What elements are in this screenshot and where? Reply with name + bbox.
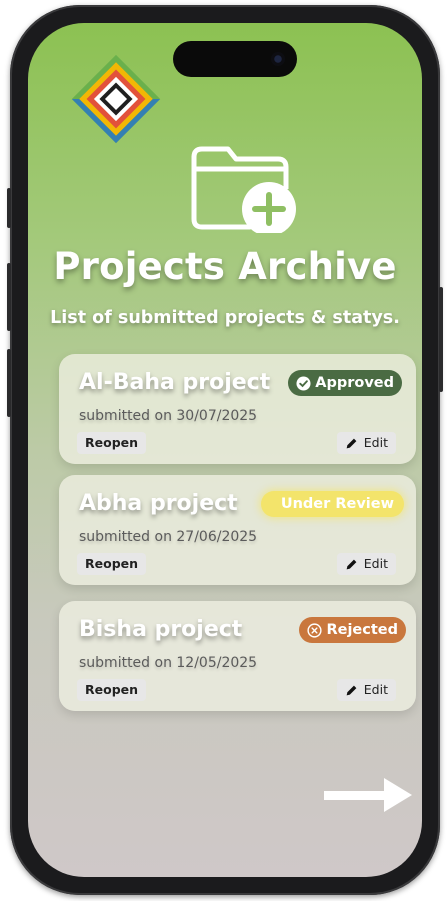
edit-label: Edit — [363, 682, 388, 697]
pencil-icon — [346, 438, 357, 448]
arrow-right-icon[interactable] — [324, 778, 414, 812]
project-card[interactable]: Abha project Under Review submitted on 2… — [59, 475, 416, 585]
submission-date: submitted on 27/06/2025 — [79, 529, 258, 545]
dynamic-island — [173, 41, 297, 77]
status-label: Rejected — [326, 622, 398, 638]
volume-up-button — [7, 263, 11, 331]
project-name: Abha project — [79, 491, 238, 516]
submission-date: submitted on 30/07/2025 — [79, 408, 258, 424]
page-subtitle: List of submitted projects & statys. — [50, 308, 400, 328]
folder-add-icon[interactable] — [186, 143, 302, 233]
project-card[interactable]: Bisha project Rejected submitted on 12/0… — [59, 601, 416, 711]
edit-label: Edit — [363, 556, 388, 571]
edit-button[interactable]: Edit — [336, 553, 396, 575]
page-title: Projects Archive — [53, 245, 397, 288]
status-badge: Rejected — [299, 617, 406, 643]
pencil-icon — [346, 685, 357, 695]
edit-label: Edit — [363, 435, 388, 450]
edit-button[interactable]: Edit — [336, 679, 396, 701]
reopen-button[interactable]: Reopen — [77, 553, 147, 575]
camera-icon — [271, 52, 285, 66]
project-name: Al-Baha project — [79, 370, 271, 395]
pencil-icon — [346, 559, 357, 569]
power-button — [439, 287, 443, 392]
screen: Projects Archive List of submitted proje… — [28, 23, 422, 877]
reopen-button[interactable]: Reopen — [77, 432, 147, 454]
status-label: Under Review — [280, 496, 394, 512]
x-circle-icon — [307, 622, 323, 638]
volume-down-button — [7, 349, 11, 417]
status-label: Approved — [315, 375, 394, 391]
check-circle-icon — [296, 375, 311, 391]
reopen-button[interactable]: Reopen — [77, 679, 147, 701]
status-badge: Approved — [288, 370, 402, 396]
action-button — [7, 188, 11, 228]
diamond-logo-icon — [71, 54, 161, 144]
project-card[interactable]: Al-Baha project Approved submitted on 30… — [59, 354, 416, 464]
project-name: Bisha project — [79, 617, 243, 642]
submission-date: submitted on 12/05/2025 — [79, 655, 258, 671]
edit-button[interactable]: Edit — [336, 432, 396, 454]
status-badge: Under Review — [260, 491, 404, 517]
phone-frame: Projects Archive List of submitted proje… — [7, 5, 443, 895]
